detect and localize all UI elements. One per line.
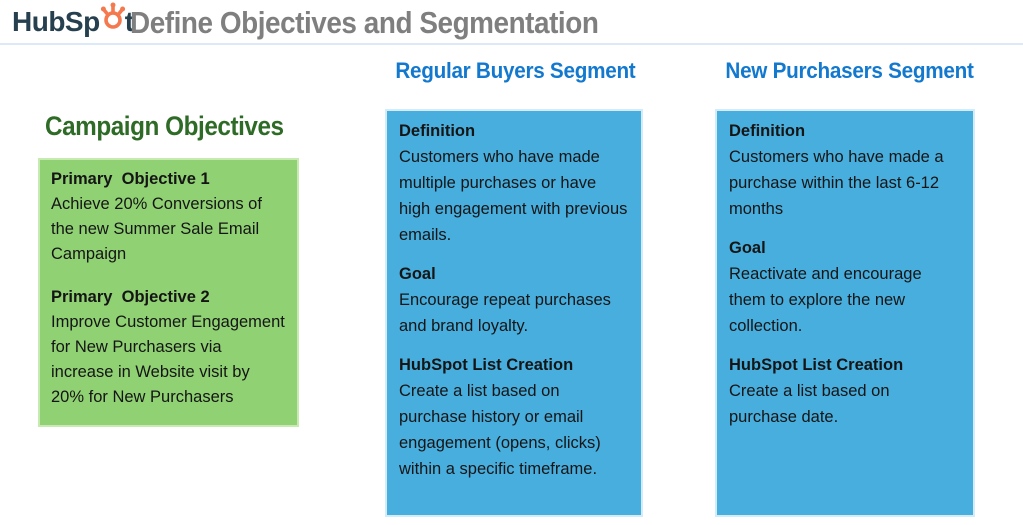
campaign-objectives-box: Primary Objective 1 Achieve 20% Conversi…	[38, 158, 299, 427]
objective-item: Primary Objective 2 Improve Customer Eng…	[51, 285, 286, 410]
section-body: Create a list based on purchase history …	[399, 382, 601, 478]
segment-section: HubSpot List Creation Create a list base…	[729, 352, 961, 430]
section-body: Customers who have made a purchase withi…	[729, 148, 944, 218]
section-title: Definition	[399, 122, 476, 140]
segment-section: Goal Reactivate and encourage them to ex…	[729, 235, 961, 339]
objective-item: Primary Objective 1 Achieve 20% Conversi…	[51, 167, 286, 267]
section-title: Goal	[399, 265, 436, 283]
hubspot-sprocket-icon	[100, 1, 126, 38]
objective-title: Primary Objective 1	[51, 170, 210, 188]
segment-section: Definition Customers who have made multi…	[399, 118, 629, 248]
section-body: Reactivate and encourage them to explore…	[729, 265, 922, 335]
segment-section: Definition Customers who have made a pur…	[729, 118, 961, 222]
objective-body: Achieve 20% Conversions of the new Summe…	[51, 195, 262, 263]
segment-section: HubSpot List Creation Create a list base…	[399, 352, 629, 482]
section-body: Create a list based on purchase date.	[729, 382, 890, 426]
section-body: Customers who have made multiple purchas…	[399, 148, 628, 244]
objective-body: Improve Customer Engagement for New Purc…	[51, 313, 285, 406]
section-title: Goal	[729, 239, 766, 257]
campaign-objectives-heading: Campaign Objectives	[45, 111, 284, 141]
page-title: Define Objectives and Segmentation	[130, 5, 599, 40]
section-title: HubSpot List Creation	[729, 356, 904, 374]
hubspot-logo-text-prefix: HubSp	[12, 6, 100, 37]
segment-section: Goal Encourage repeat purchases and bran…	[399, 261, 629, 339]
header-divider	[0, 43, 1023, 45]
objective-title: Primary Objective 2	[51, 288, 210, 306]
hubspot-logo: HubSp t	[12, 2, 134, 38]
hubspot-logo-text-suffix: t	[124, 6, 134, 37]
section-title: Definition	[729, 122, 806, 140]
section-body: Encourage repeat purchases and brand loy…	[399, 291, 611, 335]
new-purchasers-segment-box: Definition Customers who have made a pur…	[715, 109, 975, 517]
regular-buyers-segment-box: Definition Customers who have made multi…	[385, 109, 643, 517]
new-purchasers-segment-heading: New Purchasers Segment	[725, 58, 974, 83]
section-title: HubSpot List Creation	[399, 356, 574, 374]
regular-buyers-segment-heading: Regular Buyers Segment	[395, 58, 636, 83]
